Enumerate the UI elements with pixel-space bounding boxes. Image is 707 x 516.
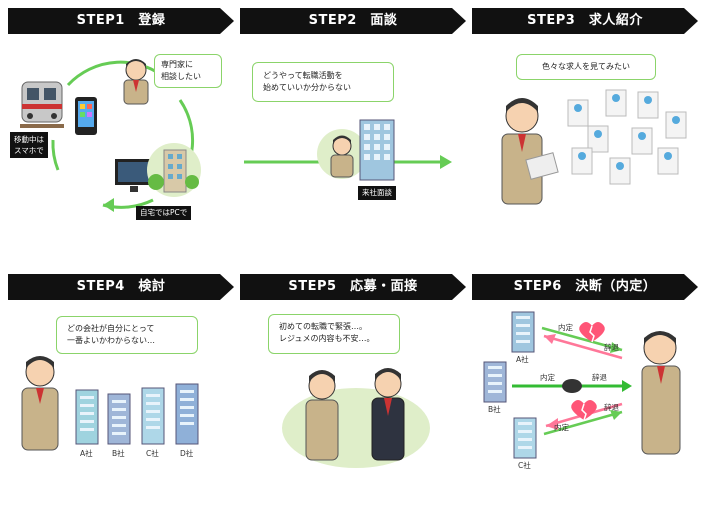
company-c-building bbox=[513, 417, 537, 459]
arrow-banner bbox=[240, 8, 466, 34]
company-buildings bbox=[75, 383, 199, 445]
step1-header: STEP1 登録 bbox=[8, 8, 234, 34]
company-b-building bbox=[483, 361, 507, 403]
interview-scene bbox=[282, 368, 430, 468]
bubble-line: 専門家に bbox=[161, 60, 193, 69]
step6-header: STEP6 決断（内定） bbox=[472, 274, 698, 300]
arrow-banner bbox=[472, 8, 698, 34]
broken-heart-icon bbox=[579, 322, 605, 343]
offer-label-a: 内定 bbox=[558, 323, 573, 332]
visit-tag: 来社面談 bbox=[358, 186, 396, 200]
tv-icon bbox=[115, 159, 153, 192]
company-a-building bbox=[511, 311, 535, 353]
step5-speech-bubble: 初めての転職で緊張…。 レジュメの内容も不安…。 bbox=[268, 314, 400, 354]
interviewer-icon bbox=[371, 368, 405, 461]
offer-label-c: 内定 bbox=[554, 423, 569, 432]
bubble-line: 始めていいか分からない bbox=[263, 83, 351, 92]
businessman-thinking-icon bbox=[21, 356, 59, 451]
smartphone-icon bbox=[75, 97, 97, 135]
step1-title: STEP1 登録 bbox=[76, 13, 166, 28]
arrow-banner bbox=[8, 8, 234, 34]
step2-title: STEP2 面談 bbox=[308, 13, 398, 28]
step2-panel: どうやって転職活動を 始めていいか分からない 来社面談 bbox=[240, 40, 464, 250]
decline-label-a: 辞退 bbox=[604, 343, 619, 352]
tag-line: 移動中は bbox=[14, 135, 44, 144]
bubble-line: どうやって転職活動を bbox=[263, 71, 343, 80]
bubble-line: 一番よいかわからない… bbox=[67, 336, 155, 345]
businessman-happy-icon bbox=[641, 331, 681, 455]
step6-title: STEP6 決断（内定） bbox=[513, 279, 657, 294]
arrow-banner bbox=[8, 274, 234, 300]
businessman-icon bbox=[123, 59, 149, 105]
step4-title: STEP4 検討 bbox=[76, 279, 166, 294]
decline-label-b: 辞退 bbox=[592, 373, 607, 382]
mobile-tag: 移動中は スマホで bbox=[10, 132, 48, 158]
bubble-line: レジュメの内容も不安…。 bbox=[279, 334, 375, 343]
office-building-icon bbox=[359, 119, 395, 181]
bubble-line: どの会社が自分にとって bbox=[67, 324, 155, 333]
step5-panel: 初めての転職で緊張…。 レジュメの内容も不安…。 bbox=[240, 306, 464, 516]
step3-title: STEP3 求人紹介 bbox=[527, 13, 643, 28]
step4-speech-bubble: どの会社が自分にとって 一番よいかわからない… bbox=[56, 316, 198, 354]
company-label: C社 bbox=[518, 461, 531, 470]
step3-panel: 色々な求人を見てみたい bbox=[472, 40, 696, 250]
step6-panel: A社 B社 C社 内定 辞退 内定 辞退 内定 辞退 bbox=[472, 306, 696, 516]
bubble-line: 色々な求人を見てみたい bbox=[542, 62, 630, 71]
decision-diagram bbox=[483, 311, 681, 459]
step5-title: STEP5 応募・面接 bbox=[288, 279, 418, 294]
company-label: B社 bbox=[112, 449, 125, 458]
company-label: B社 bbox=[488, 405, 501, 414]
train-icon bbox=[20, 81, 64, 128]
tag-line: スマホで bbox=[14, 146, 44, 155]
step1-panel: 移動中は スマホで 専門家に 相談したい 自宅ではPCで bbox=[8, 40, 232, 250]
document-icon bbox=[567, 89, 687, 185]
step3-speech-bubble: 色々な求人を見てみたい bbox=[516, 54, 656, 80]
company-label: C社 bbox=[146, 449, 159, 458]
step2-speech-bubble: どうやって転職活動を 始めていいか分からない bbox=[252, 62, 394, 102]
step1-speech-bubble: 専門家に 相談したい bbox=[154, 54, 222, 88]
bubble-line: 初めての転職で緊張…。 bbox=[279, 322, 367, 331]
broken-heart-icon bbox=[571, 400, 597, 421]
businessman-icon bbox=[317, 129, 367, 179]
arrow-banner bbox=[472, 274, 698, 300]
step4-header: STEP4 検討 bbox=[8, 274, 234, 300]
step5-header: STEP5 応募・面接 bbox=[240, 274, 466, 300]
handshake-icon bbox=[562, 379, 582, 393]
step3-header: STEP3 求人紹介 bbox=[472, 8, 698, 34]
decline-label-c: 辞退 bbox=[604, 403, 619, 412]
step2-header: STEP2 面談 bbox=[240, 8, 466, 34]
company-label: A社 bbox=[80, 449, 93, 458]
house-icon bbox=[147, 143, 201, 197]
bubble-line: 相談したい bbox=[161, 72, 201, 81]
offer-label-b: 内定 bbox=[540, 373, 555, 382]
company-label: D社 bbox=[180, 449, 194, 458]
arrow-banner bbox=[240, 274, 466, 300]
company-label: A社 bbox=[516, 355, 529, 364]
step4-panel: どの会社が自分にとって 一番よいかわからない… A社 B社 C社 D社 bbox=[8, 306, 232, 516]
home-tag: 自宅ではPCで bbox=[136, 206, 192, 220]
candidate-icon bbox=[305, 370, 339, 461]
businessman-reading-icon bbox=[501, 98, 559, 205]
